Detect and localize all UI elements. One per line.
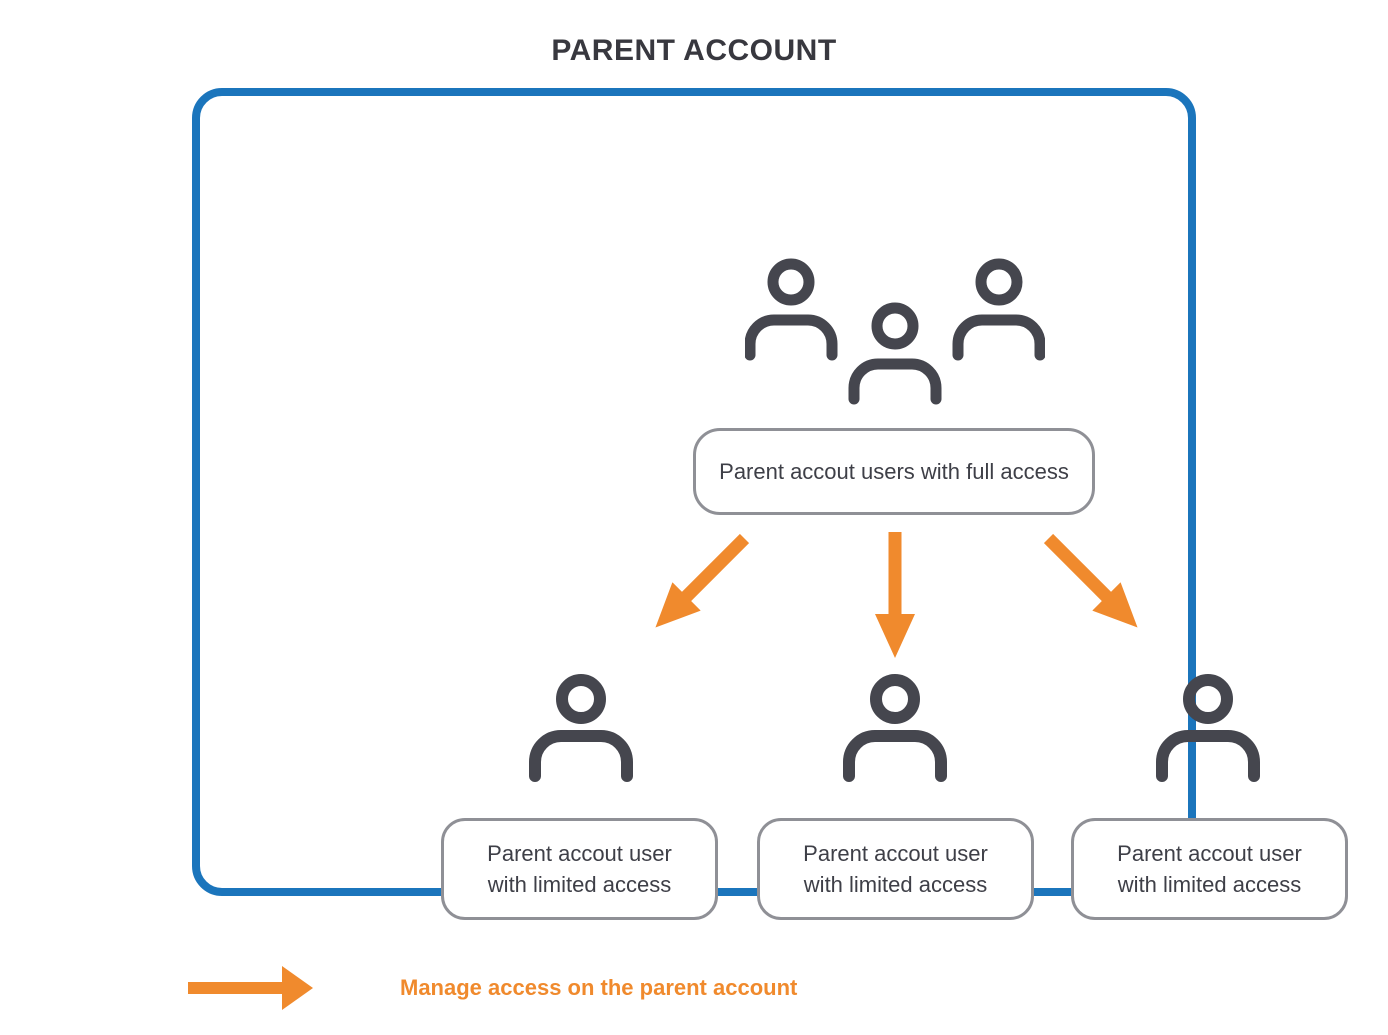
limited-access-label-line: with limited access bbox=[487, 872, 672, 897]
manage-access-arrow-right-icon bbox=[1043, 533, 1138, 628]
manage-access-arrow-left-icon bbox=[655, 533, 750, 628]
limited-access-label-line: with limited access bbox=[803, 872, 988, 897]
parent-account-container: Parent accout users with full access bbox=[192, 88, 1348, 920]
manage-access-arrow-center-icon bbox=[875, 532, 915, 658]
users-group-icon bbox=[745, 258, 1045, 410]
limited-access-label-line: Parent accout user bbox=[803, 841, 988, 866]
user-icon bbox=[843, 674, 947, 782]
legend-right-arrow-icon bbox=[188, 966, 313, 1010]
limited-access-box: Parent accout user with limited access bbox=[1071, 818, 1348, 920]
user-icon bbox=[1156, 674, 1260, 782]
limited-access-box: Parent accout user with limited access bbox=[441, 818, 718, 920]
diagram-title: PARENT ACCOUNT bbox=[551, 34, 837, 67]
limited-access-label-line: Parent accout user bbox=[487, 841, 672, 866]
user-icon bbox=[529, 674, 633, 782]
limited-access-label-line: with limited access bbox=[1117, 872, 1302, 897]
limited-access-box: Parent accout user with limited access bbox=[757, 818, 1034, 920]
full-access-label: Parent accout users with full access bbox=[719, 459, 1069, 484]
legend-label: Manage access on the parent account bbox=[400, 975, 798, 1000]
full-access-box: Parent accout users with full access bbox=[693, 428, 1095, 515]
limited-access-label-line: Parent accout user bbox=[1117, 841, 1302, 866]
